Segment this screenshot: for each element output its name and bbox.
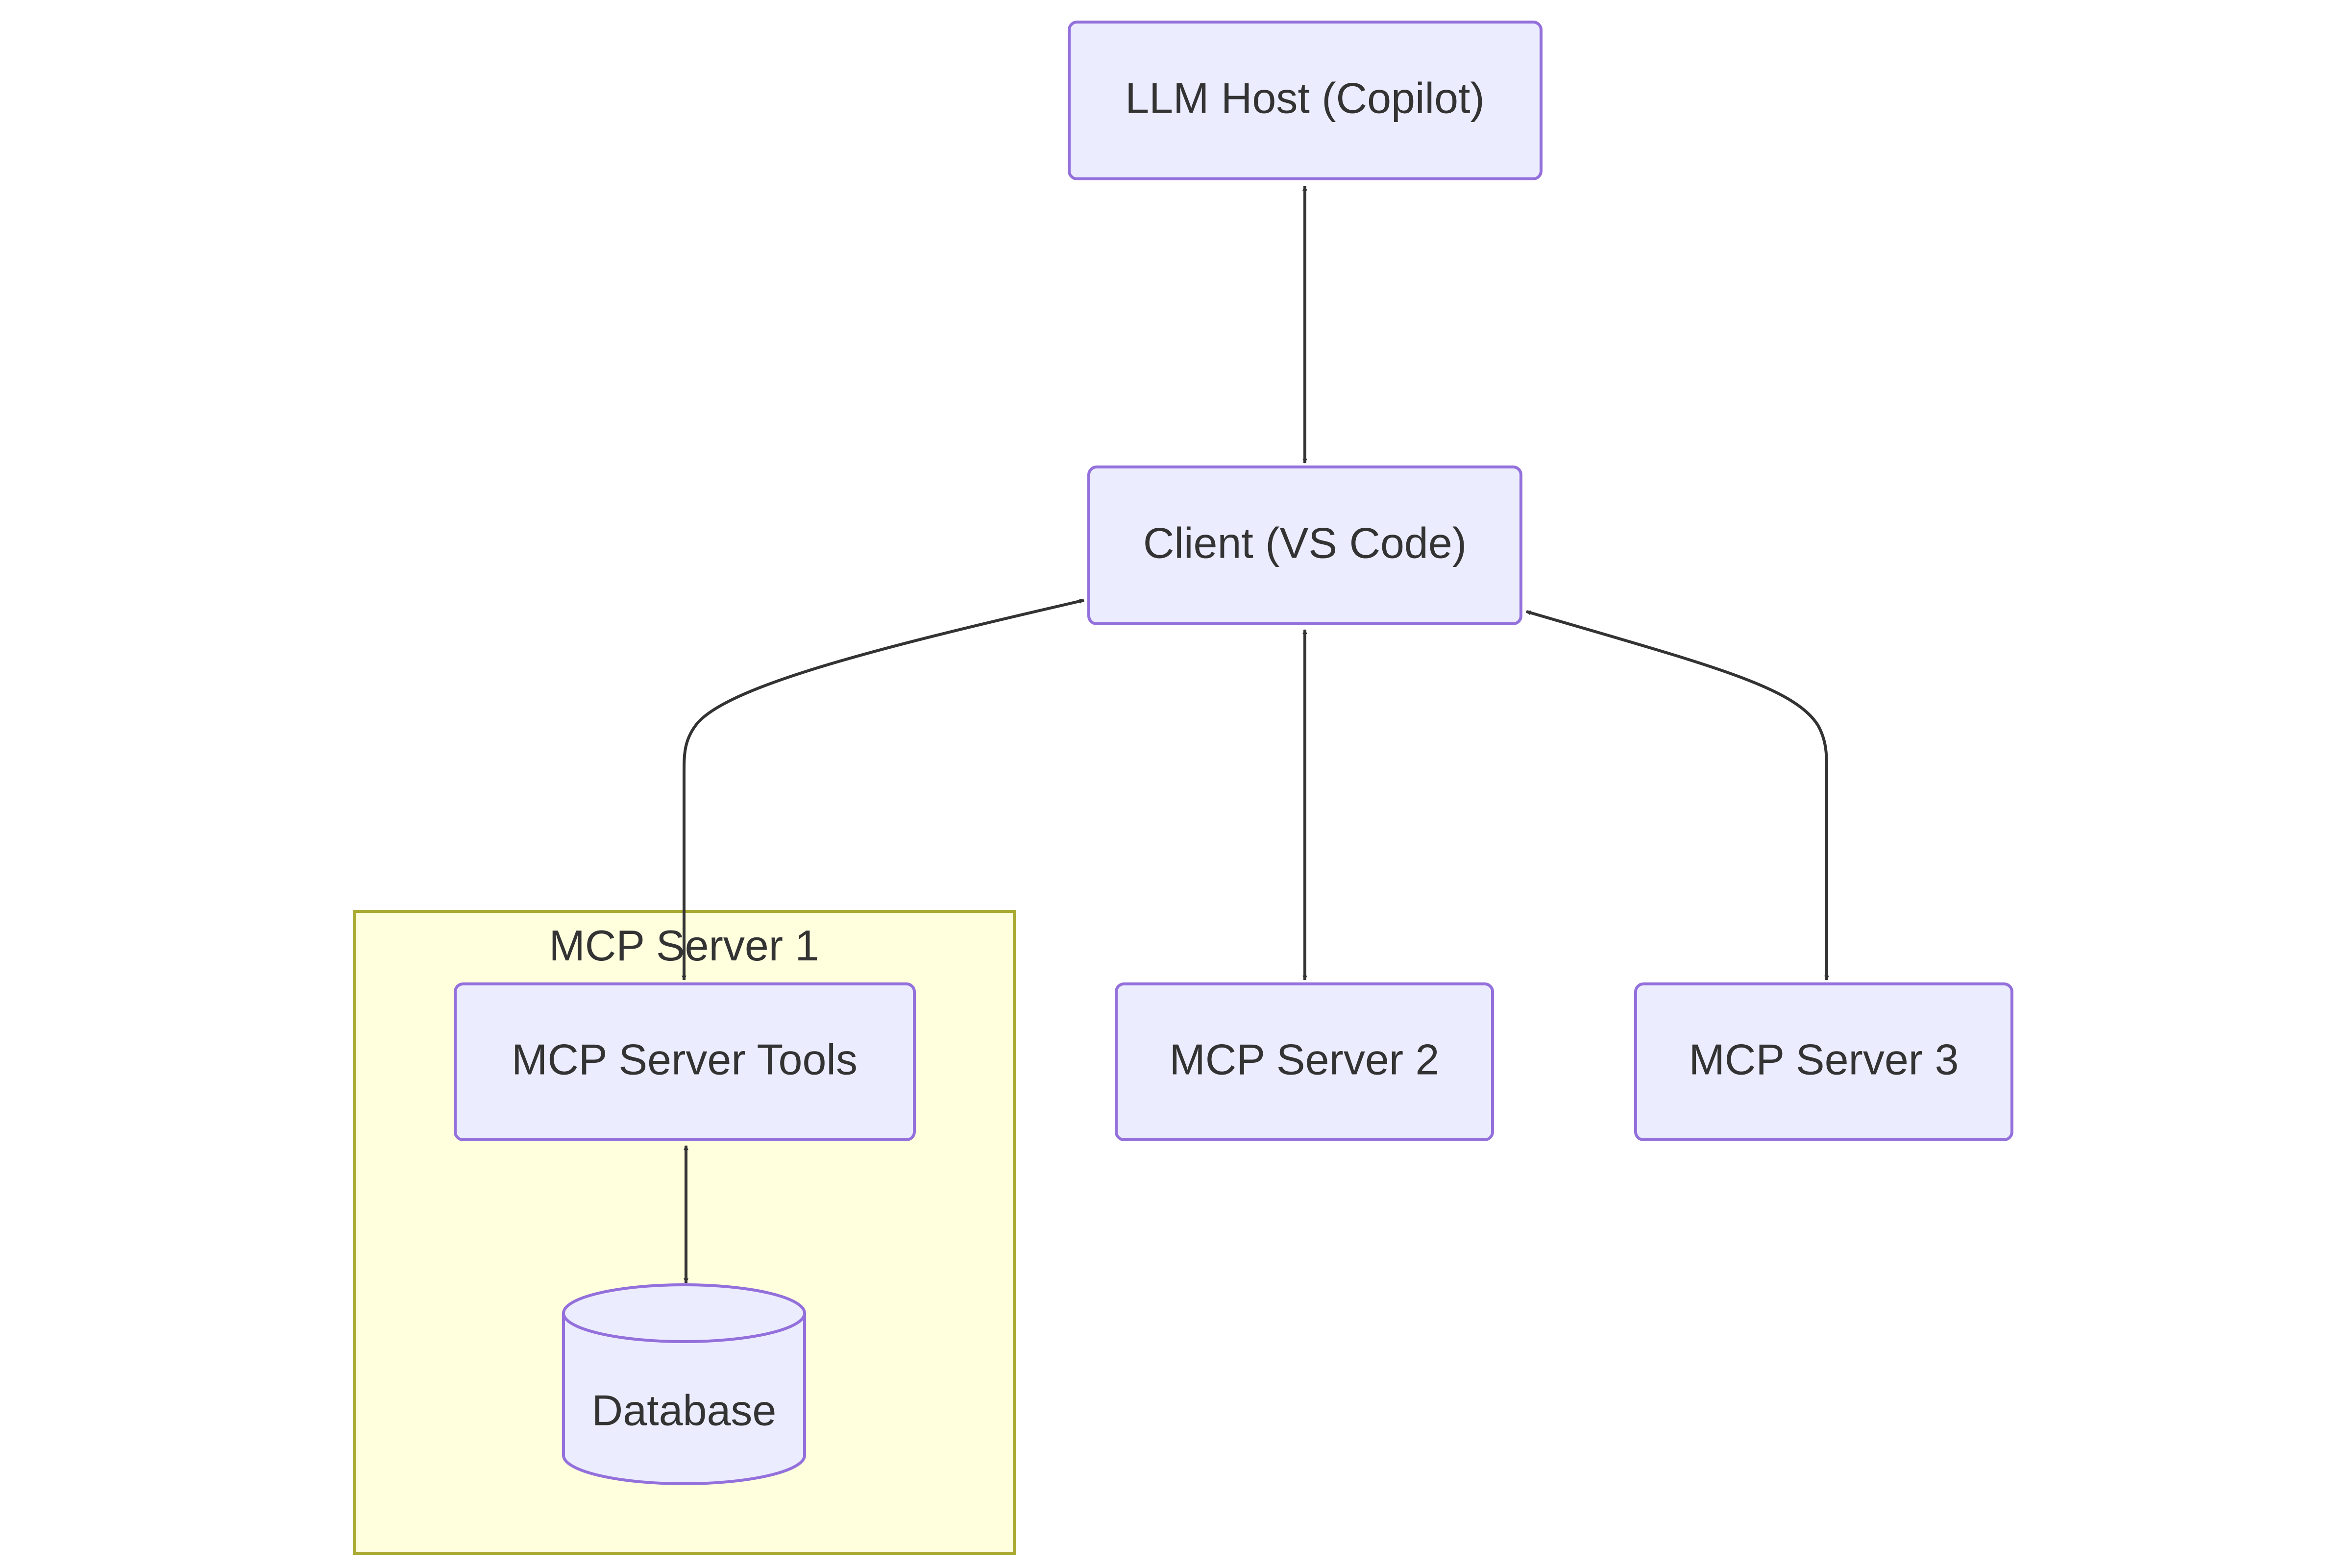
node-mcp-server-2[interactable]: MCP Server 2	[1115, 982, 1494, 1141]
node-label: MCP Server 3	[1689, 1035, 1959, 1083]
edge-client-mcp-server-tools	[682, 599, 1084, 980]
edges	[682, 186, 1829, 1283]
node-label: MCP Server Tools	[512, 1035, 858, 1083]
edge-client-mcp-server-3	[1526, 610, 1829, 980]
node-llm-host[interactable]: LLM Host (Copilot)	[1068, 21, 1543, 180]
node-box	[1115, 982, 1494, 1141]
database-cylinder-top	[562, 1283, 806, 1343]
node-label: MCP Server 2	[1170, 1035, 1440, 1083]
database-cylinder-body	[562, 1313, 806, 1485]
node-client[interactable]: Client (VS Code)	[1087, 466, 1522, 625]
node-label: Client (VS Code)	[1143, 518, 1467, 567]
node-mcp-server-tools[interactable]: MCP Server Tools	[454, 982, 916, 1141]
node-box	[1087, 466, 1522, 625]
node-label: Database	[592, 1386, 777, 1434]
node-box	[1068, 21, 1543, 180]
node-box	[1634, 982, 2013, 1141]
node-mcp-server-3[interactable]: MCP Server 3	[1634, 982, 2013, 1141]
node-database[interactable]: Database	[562, 1283, 806, 1485]
node-label: LLM Host (Copilot)	[1125, 74, 1485, 122]
node-box	[454, 982, 916, 1141]
